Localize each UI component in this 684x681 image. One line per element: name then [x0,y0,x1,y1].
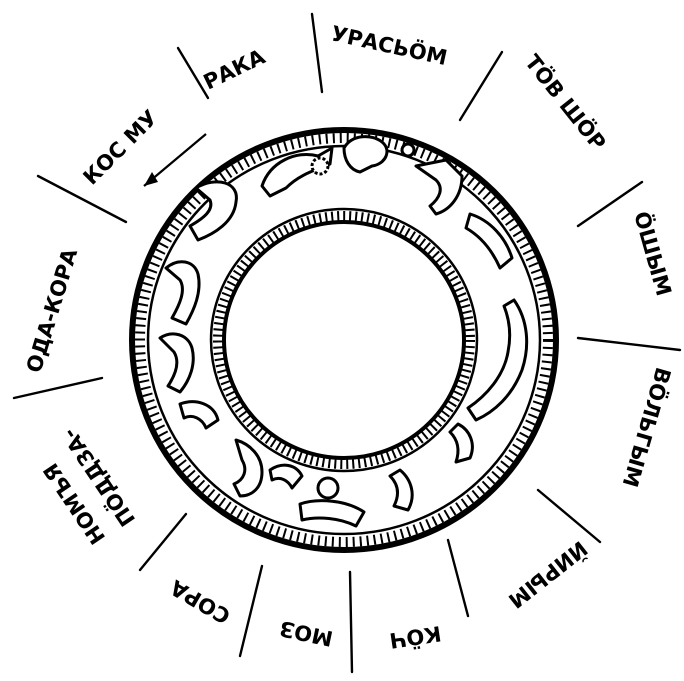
separator-line [578,338,680,350]
separator-line [448,540,468,616]
separator-line [240,566,262,656]
month-label-raka: РАКА [200,44,270,94]
separator-line [38,176,126,222]
separator-line [538,490,600,542]
animal-figure [270,465,302,488]
animal-figure [300,501,364,526]
direction-arrow-icon [144,134,206,186]
sun-icon [312,158,328,174]
separator-line [460,52,502,120]
month-label-sora: СОРА [166,575,235,629]
month-label-tov-shor: ТÖВ ШÖР [520,50,610,155]
animal-figure [180,402,218,428]
month-label-yirym: ЙИРЫМ [504,536,593,613]
animal-figure [390,470,412,510]
separator-line [350,572,352,672]
animal-figures [160,137,527,526]
animal-figure [234,440,262,496]
animal-figure [416,160,462,214]
month-label-volgym: ВÖЛЬГЫМ [618,365,676,490]
month-label-koch: КÖЧ [388,621,443,652]
animal-figure [160,334,193,392]
month-label-urasyom: УРАСЬÖМ [329,21,449,70]
month-label-oda-kora: ОДА-КОРА [22,245,83,375]
separator-line [140,514,186,570]
month-label-oshym: ÖШЫМ [629,209,676,299]
animal-figure [344,137,387,172]
month-label-moz: МОЗ [278,616,335,651]
animal-figure [468,300,527,420]
separator-line [14,378,102,398]
animal-figure [466,214,512,268]
ornamental-ring [132,130,556,550]
separator-line [312,14,322,92]
animal-figure [166,262,199,324]
animal-figure [450,424,472,462]
